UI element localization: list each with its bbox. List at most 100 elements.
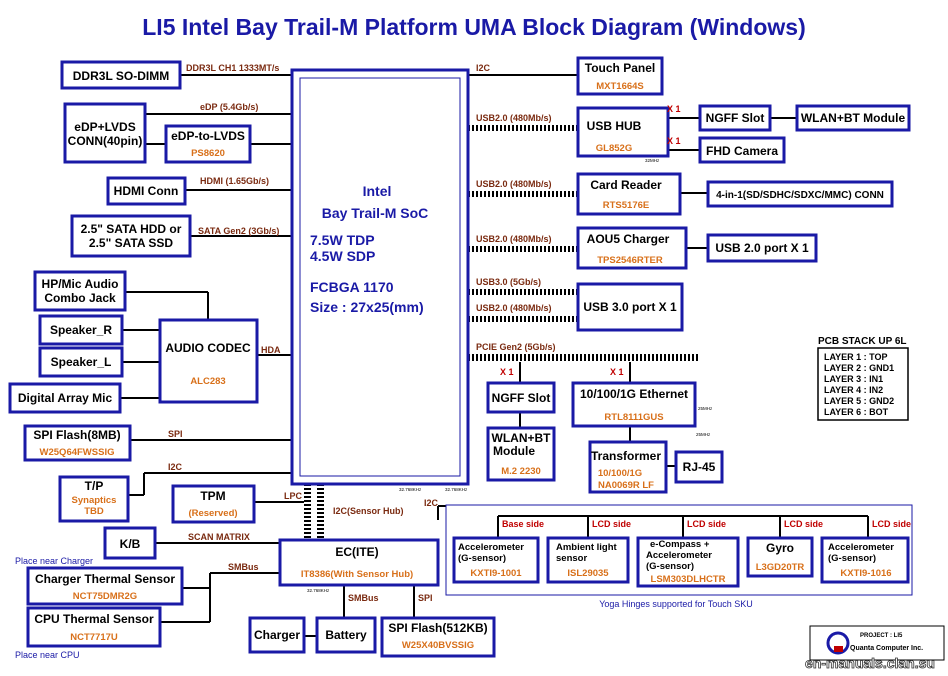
audio-codec-part: ALC283 xyxy=(190,376,225,387)
cpu-sensor-label: CPU Thermal Sensor xyxy=(34,612,154,626)
usb-hub-box xyxy=(576,106,670,158)
wlan-module-b-label-2: Module xyxy=(493,444,535,458)
accelerometer-1-box xyxy=(452,536,540,584)
ec-label: EC(ITE) xyxy=(335,545,378,559)
tpm-label: TPM xyxy=(200,489,225,503)
hdmi-box xyxy=(106,176,187,206)
sata-label-2: 2.5" SATA SSD xyxy=(89,236,173,250)
ec-flash-label: SPI Flash(512KB) xyxy=(388,621,487,635)
sensor-base-side: Base side xyxy=(502,519,544,529)
usb-hub-label: USB HUB xyxy=(587,119,642,133)
logo-box xyxy=(809,625,945,661)
scan-matrix-label: SCAN MATRIX xyxy=(188,532,250,542)
ecompass-part: LSM303DLHCTR xyxy=(651,574,726,585)
spi-flash-box xyxy=(23,424,132,462)
speaker-l-box xyxy=(38,346,124,378)
spi-label: SPI xyxy=(168,429,183,439)
tpm-part: (Reserved) xyxy=(188,508,237,519)
charger-sensor-box xyxy=(26,566,184,606)
wlan-module-b-part: M.2 2230 xyxy=(501,466,541,477)
quanta-logo-icon xyxy=(826,631,850,655)
array-mic-label: Digital Array Mic xyxy=(18,391,113,405)
card-reader-label: Card Reader xyxy=(590,178,662,192)
pcb-stack-box xyxy=(817,347,909,421)
ec-flash-box xyxy=(380,616,496,658)
edp-bus-label: eDP (5.4Gb/s) xyxy=(200,102,258,112)
ec-part: IT8386(With Sensor Hub) xyxy=(301,569,413,580)
touchpad-part-1: Synaptics xyxy=(72,495,117,506)
charger-sensor-label: Charger Thermal Sensor xyxy=(35,572,175,586)
ec-i2c-label: I2C xyxy=(424,498,439,508)
ambient-light-label-1: Ambient light xyxy=(556,542,618,553)
sensor-group-box xyxy=(445,504,913,596)
ethernet-box xyxy=(571,381,697,428)
gyro-part: L3GD20TR xyxy=(756,562,805,573)
accelerometer-2-part: KXTI9-1016 xyxy=(840,568,891,579)
pcb-layer-1: LAYER 1 : TOP xyxy=(824,352,888,362)
hp-mic-box xyxy=(33,270,127,312)
sata-label-1: 2.5" SATA HDD or xyxy=(81,222,182,236)
audio-codec-label: AUDIO CODEC xyxy=(165,341,251,355)
accelerometer-1-label-1: Accelerometer xyxy=(458,542,524,553)
fhd-camera-label: FHD Camera xyxy=(706,144,778,158)
speaker-l-label: Speaker_L xyxy=(51,355,112,369)
aou-charger-box xyxy=(576,226,688,270)
clk-25mhz-a: 25MHz xyxy=(696,432,711,437)
ec-spi-label: SPI xyxy=(418,593,433,603)
edp-lvds-label: eDP-to-LVDS xyxy=(171,129,245,143)
usb-hub-part: GL852G xyxy=(596,143,632,154)
gyro-label: Gyro xyxy=(766,541,794,555)
sensor-lcd-side-2: LCD side xyxy=(687,519,726,529)
card-reader-part: RTS5176E xyxy=(603,200,649,211)
smbus-label: SMBus xyxy=(228,562,259,572)
ec-box xyxy=(278,538,440,587)
ddr-label: DDR3L SO-DIMM xyxy=(73,69,169,83)
ngff-slot-a-label: NGFF Slot xyxy=(706,111,765,125)
card-conn-box xyxy=(706,180,894,208)
soc-box xyxy=(290,68,470,486)
lvds-conn-box xyxy=(63,102,147,164)
pcb-layer-2: LAYER 2 : GND1 xyxy=(824,363,894,373)
usb-bus-1-label: USB2.0 (480Mb/s) xyxy=(476,113,552,123)
ecompass-box xyxy=(636,536,740,588)
hdmi-bus-label: HDMI (1.65Gb/s) xyxy=(200,176,269,186)
pcb-layer-4: LAYER 4 : IN2 xyxy=(824,385,883,395)
soc-line6: Size : 27x25(mm) xyxy=(310,299,424,315)
usb3-port-label: USB 3.0 port X 1 xyxy=(583,300,677,314)
wlan-module-a-label: WLAN+BT Module xyxy=(801,111,906,125)
soc-line2: Bay Trail-M SoC xyxy=(322,205,429,221)
wlan-module-b-box xyxy=(486,426,556,482)
keyboard-label: K/B xyxy=(120,537,141,551)
sensor-lcd-side-1: LCD side xyxy=(592,519,631,529)
aou-charger-part: TPS2546RTER xyxy=(597,255,663,266)
hp-mic-label-2: Combo Jack xyxy=(44,291,116,305)
accelerometer-2-box xyxy=(820,536,910,584)
ambient-light-box xyxy=(546,536,630,584)
soc-line5: FCBGA 1170 xyxy=(310,279,394,295)
battery-box xyxy=(315,616,377,654)
soc-line4: 4.5W SDP xyxy=(310,248,375,264)
sata-box xyxy=(70,214,192,258)
spi-flash-part: W25Q64FWSSIG xyxy=(40,447,115,458)
transformer-label: Transformer xyxy=(591,449,661,463)
accelerometer-2-label-1: Accelerometer xyxy=(828,542,894,553)
lvds-conn-label-2: CONN(40pin) xyxy=(68,134,143,148)
ambient-light-part: ISL29035 xyxy=(567,568,609,579)
accelerometer-2-label-2: (G-sensor) xyxy=(828,553,876,564)
i2c-sensor-hub-label: I2C(Sensor Hub) xyxy=(333,506,404,516)
sensor-lcd-side-3: LCD side xyxy=(784,519,823,529)
ethernet-label: 10/100/1G Ethernet xyxy=(580,387,688,401)
touchpad-part-2: TBD xyxy=(84,506,104,517)
speaker-r-label: Speaker_R xyxy=(50,323,112,337)
array-mic-box xyxy=(8,382,122,414)
x1-label-d: X 1 xyxy=(610,367,624,377)
touch-panel-label: Touch Panel xyxy=(585,61,655,75)
page-title: LI5 Intel Bay Trail-M Platform UMA Block… xyxy=(142,14,805,40)
charger-box xyxy=(248,616,306,654)
card-reader-box xyxy=(576,172,682,216)
card-conn-label: 4-in-1(SD/SDHC/SDXC/MMC) CONN xyxy=(716,190,884,201)
pcb-layer-6: LAYER 6 : BOT xyxy=(824,407,889,417)
sensor-lcd-side-4: LCD side xyxy=(872,519,911,529)
touchpad-label: T/P xyxy=(85,479,104,493)
